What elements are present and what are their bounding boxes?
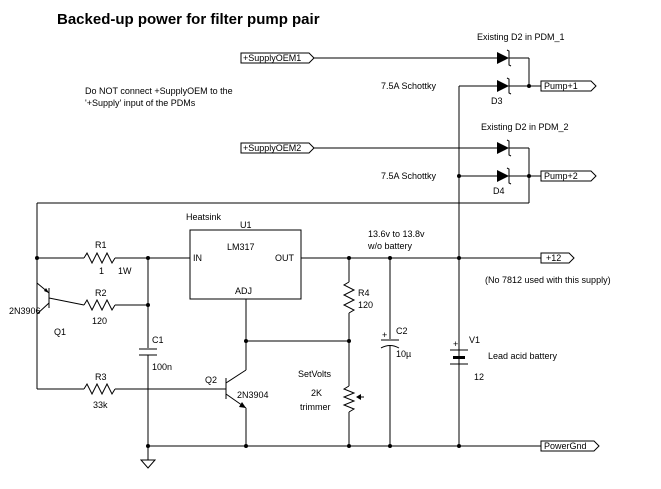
- c2-plate-bottom: [380, 345, 400, 349]
- junction-dot: [347, 339, 351, 343]
- no-7812-note: (No 7812 used with this supply): [485, 275, 611, 285]
- note-line-1: Do NOT connect +SupplyOEM to the: [85, 86, 233, 96]
- u1-out-pin: OUT: [275, 253, 295, 263]
- pump2-port: Pump+2: [540, 170, 597, 182]
- junction-dot: [457, 444, 461, 448]
- c2-ref: C2: [396, 326, 408, 336]
- supply-oem2-label: +SupplyOEM2: [243, 143, 301, 153]
- junction-dot: [457, 256, 461, 260]
- schottky2-label: 7.5A Schottky: [381, 171, 437, 181]
- c2-value: 10µ: [396, 349, 411, 359]
- r2-ref: R2: [95, 288, 107, 298]
- plus12-port: +12: [540, 252, 575, 264]
- supply-oem1-port: +SupplyOEM1: [240, 52, 315, 64]
- r3-ref: R3: [95, 372, 107, 382]
- u1-part: LM317: [227, 242, 255, 252]
- r3-value: 33k: [93, 400, 108, 410]
- vout-line-2: w/o battery: [367, 241, 413, 251]
- v1-ref: V1: [469, 335, 480, 345]
- v1-cell-short: [453, 356, 465, 359]
- r3-resistor: [83, 382, 116, 396]
- r1-value: 1: [99, 266, 104, 276]
- pot-name: SetVolts: [298, 369, 332, 379]
- existing-d2-pdm2-label: Existing D2 in PDM_2: [481, 122, 569, 132]
- r4-value: 120: [358, 300, 373, 310]
- existing-d2-pdm1-diode: [497, 49, 512, 67]
- junction-dot: [388, 444, 392, 448]
- r1-resistor: [83, 251, 116, 265]
- u1-in-pin: IN: [193, 253, 202, 263]
- pot-type: trimmer: [300, 402, 331, 412]
- vout-line-1: 13.6v to 13.8v: [368, 229, 425, 239]
- r1-wattage: 1W: [118, 266, 132, 276]
- c1-ref: C1: [152, 335, 164, 345]
- supply-oem1-label: +SupplyOEM1: [243, 53, 301, 63]
- schottky1-label: 7.5A Schottky: [381, 81, 437, 91]
- page-title: Backed-up power for filter pump pair: [57, 11, 320, 28]
- d4-diode: [497, 167, 512, 185]
- setvolts-trimmer: [342, 385, 356, 413]
- q1-part: 2N3906: [9, 306, 41, 316]
- q2-transistor: [225, 369, 247, 409]
- existing-d2-pdm1-label: Existing D2 in PDM_1: [477, 32, 565, 42]
- r4-ref: R4: [358, 288, 370, 298]
- u1-adj-pin: ADJ: [235, 286, 252, 296]
- note-line-2: '+Supply' input of the PDMs: [85, 98, 196, 108]
- ground-icon: [139, 459, 157, 469]
- d3-diode: [497, 77, 512, 95]
- power-gnd-label: PowerGnd: [544, 441, 587, 451]
- pot-value: 2K: [311, 388, 322, 398]
- c1-value: 100n: [152, 362, 172, 372]
- q2-ref: Q2: [205, 375, 217, 385]
- junction-dot: [244, 339, 248, 343]
- v1-value: 12: [474, 372, 484, 382]
- plus12-label: +12: [546, 253, 561, 263]
- heatsink-label: Heatsink: [186, 212, 222, 222]
- battery-label: Lead acid battery: [488, 351, 558, 361]
- q1-ref: Q1: [54, 327, 66, 337]
- u1-ref: U1: [240, 220, 252, 230]
- d3-label: D3: [491, 96, 503, 106]
- power-gnd-port: PowerGnd: [540, 440, 600, 452]
- r2-resistor: [83, 298, 116, 312]
- pump1-label: Pump+1: [544, 81, 578, 91]
- wire: [48, 297, 85, 306]
- d4-label: D4: [493, 186, 505, 196]
- junction-dot: [347, 444, 351, 448]
- q2-part: 2N3904: [237, 390, 269, 400]
- v1-plus: +: [453, 339, 458, 349]
- junction-dot: [244, 444, 248, 448]
- r1-ref: R1: [95, 240, 107, 250]
- junction-dot: [527, 84, 531, 88]
- supply-oem2-port: +SupplyOEM2: [240, 142, 315, 154]
- r2-value: 120: [92, 316, 107, 326]
- trimmer-arrow-icon: [356, 394, 361, 400]
- existing-d2-pdm2-diode: [497, 139, 512, 157]
- pump2-label: Pump+2: [544, 171, 578, 181]
- r4-resistor: [342, 281, 356, 314]
- pump1-port: Pump+1: [540, 80, 597, 92]
- c2-plus: +: [382, 330, 387, 340]
